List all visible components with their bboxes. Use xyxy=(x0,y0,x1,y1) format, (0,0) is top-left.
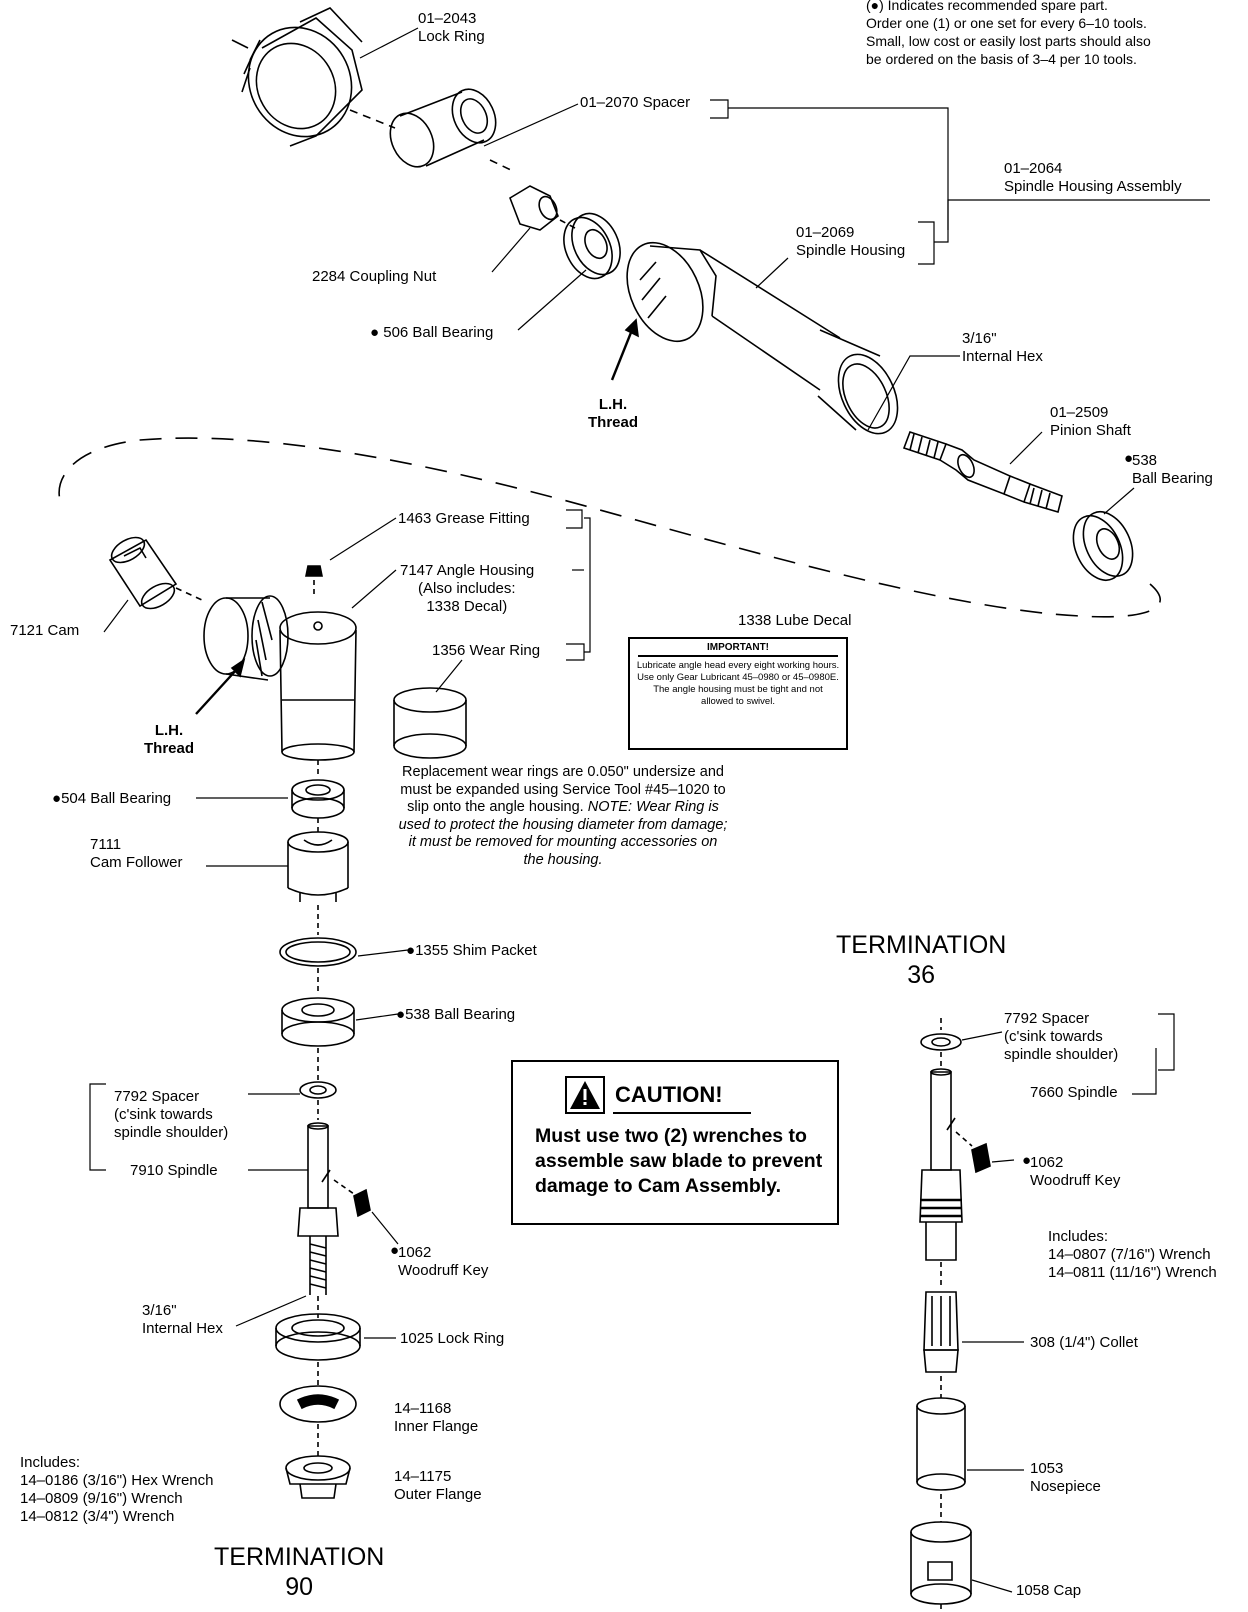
woodruff-key-right-part xyxy=(971,1142,991,1174)
shim-packet-part xyxy=(279,937,357,967)
label-ball-bearing-538-mid-text: 538 Ball Bearing xyxy=(405,1006,516,1023)
label-grease-fitting: 1463 Grease Fitting xyxy=(398,510,530,527)
spare-dot: ● xyxy=(396,1006,406,1023)
spare-dot: ● xyxy=(1124,450,1134,467)
label-collet: 308 (1/4") Collet xyxy=(1030,1334,1138,1351)
inner-flange-part xyxy=(279,1385,357,1423)
label-spindle-housing: 01–2069 Spindle Housing xyxy=(796,224,906,259)
ball-bearing-538-mid-part xyxy=(281,997,355,1047)
label-spindle-7910: 7910 Spindle xyxy=(130,1162,218,1179)
label-lube-decal: 1338 Lube Decal xyxy=(738,612,852,629)
lock-ring-1025-part xyxy=(275,1313,361,1361)
spacer-7792-right-part xyxy=(920,1033,962,1051)
spacer-7792-left-part xyxy=(299,1081,337,1099)
cap-part xyxy=(910,1521,972,1605)
label-includes-right: Includes: 14–0807 (7/16") Wrench 14–0811… xyxy=(1048,1228,1217,1281)
label-lock-ring-1025: 1025 Lock Ring xyxy=(400,1330,505,1347)
ball-bearing-506-part xyxy=(563,212,621,280)
spare-dot: ● xyxy=(370,324,380,341)
spindle-7660-part xyxy=(919,1068,963,1261)
label-angle-housing-note: (Also includes: 1338 Decal) xyxy=(418,580,516,615)
pinion-shaft-part xyxy=(902,430,1063,514)
label-ball-bearing-504-text: 504 Ball Bearing xyxy=(61,790,172,807)
label-angle-housing: 7147 Angle Housing xyxy=(400,562,535,579)
wear-ring-part xyxy=(393,687,467,759)
caution-body: Must use two (2) wrenches to assemble sa… xyxy=(535,1125,823,1197)
label-ball-bearing-538-top: ●538 Ball Bearing xyxy=(1124,450,1213,488)
label-ball-bearing-538-top-text: 538 Ball Bearing xyxy=(1132,452,1213,487)
label-ball-bearing-506-text: 506 Ball Bearing xyxy=(383,324,494,341)
label-ball-bearing-504: ●504 Ball Bearing xyxy=(52,790,171,808)
caution-title: CAUTION! xyxy=(615,1082,723,1107)
label-lh-thread-top: L.H. Thread xyxy=(588,396,639,431)
label-includes-left: Includes: 14–0186 (3/16") Hex Wrench 14–… xyxy=(20,1454,214,1525)
label-nosepiece: 1053 Nosepiece xyxy=(1030,1460,1101,1495)
woodruff-key-left-part xyxy=(353,1188,371,1218)
outer-flange-part xyxy=(285,1455,351,1499)
warning-triangle-icon xyxy=(565,1076,605,1114)
spare-dot: ● xyxy=(390,1242,400,1259)
nosepiece-part xyxy=(916,1397,966,1491)
label-woodruff-right-text: 1062 Woodruff Key xyxy=(1030,1154,1121,1189)
lube-decal-box: IMPORTANT! Lubricate angle head every ei… xyxy=(628,637,848,750)
label-shim-packet: ●1355 Shim Packet xyxy=(406,942,537,960)
termination-90-title: TERMINATION 90 xyxy=(214,1543,385,1601)
coupling-nut-part xyxy=(509,185,559,231)
label-spindle-housing-assembly: 01–2064 Spindle Housing Assembly xyxy=(1004,160,1182,195)
label-shim-packet-text: 1355 Shim Packet xyxy=(415,942,537,959)
label-ball-bearing-538-mid: ●538 Ball Bearing xyxy=(396,1006,515,1024)
label-outer-flange: 14–1175 Outer Flange xyxy=(394,1468,482,1503)
label-wear-ring: 1356 Wear Ring xyxy=(432,642,541,659)
label-woodruff-left-text: 1062 Woodruff Key xyxy=(398,1244,489,1279)
label-cam: 7121 Cam xyxy=(10,622,80,639)
label-coupling-nut: 2284 Coupling Nut xyxy=(312,268,437,285)
label-ball-bearing-506: ● 506 Ball Bearing xyxy=(370,324,493,342)
label-woodruff-left: ●1062 Woodruff Key xyxy=(390,1242,489,1280)
wear-ring-note-text: Replacement wear rings are 0.050" unders… xyxy=(400,764,726,815)
collet-part xyxy=(923,1291,959,1373)
wear-ring-note-italic: NOTE: Wear Ring is used to protect the h… xyxy=(398,799,728,868)
lock-ring-top-part xyxy=(231,7,363,147)
ball-bearing-504-part xyxy=(291,779,345,819)
label-cam-follower: 7111 Cam Follower xyxy=(90,836,183,871)
spindle-housing-part xyxy=(626,241,899,435)
label-internal-hex-top: 3/16" Internal Hex xyxy=(962,330,1043,365)
decal-text: Lubricate angle head every eight working… xyxy=(636,660,840,707)
caution-underline xyxy=(613,1112,751,1114)
label-spacer-7792-right: 7792 Spacer (c'sink towards spindle shou… xyxy=(1004,1010,1119,1063)
cam-part xyxy=(108,536,178,610)
grease-fitting-part xyxy=(305,565,323,577)
caution-box: CAUTION! Must use two (2) wrenches to as… xyxy=(511,1060,839,1225)
decal-heading: IMPORTANT! xyxy=(638,642,838,657)
label-lock-ring-top: 01–2043 Lock Ring xyxy=(418,10,485,45)
spacer-2070-part xyxy=(389,88,497,168)
ball-bearing-538-top-part xyxy=(1072,511,1134,581)
angle-housing-part xyxy=(203,595,357,761)
spare-dot: ● xyxy=(406,942,416,959)
label-internal-hex-left: 3/16" Internal Hex xyxy=(142,1302,223,1337)
label-lh-thread-left: L.H. Thread xyxy=(144,722,195,757)
label-spindle-7660: 7660 Spindle xyxy=(1030,1084,1118,1101)
spare-dot: ● xyxy=(52,790,62,807)
spare-dot: ● xyxy=(1022,1152,1032,1169)
label-inner-flange: 14–1168 Inner Flange xyxy=(394,1400,479,1435)
label-spacer-2070: 01–2070 Spacer xyxy=(580,94,691,111)
cam-follower-part xyxy=(287,831,349,902)
label-pinion-shaft: 01–2509 Pinion Shaft xyxy=(1050,404,1131,439)
spare-part-note: (●) Indicates recommended spare part. Or… xyxy=(866,0,1151,67)
label-spacer-7792-left: 7792 Spacer (c'sink towards spindle shou… xyxy=(114,1088,229,1141)
spindle-7910-part xyxy=(297,1122,339,1295)
label-cap: 1058 Cap xyxy=(1016,1582,1082,1599)
wear-ring-note: Replacement wear rings are 0.050" unders… xyxy=(398,764,728,869)
label-woodruff-right: ●1062 Woodruff Key xyxy=(1022,1152,1121,1190)
termination-36-title: TERMINATION 36 xyxy=(836,931,1007,989)
